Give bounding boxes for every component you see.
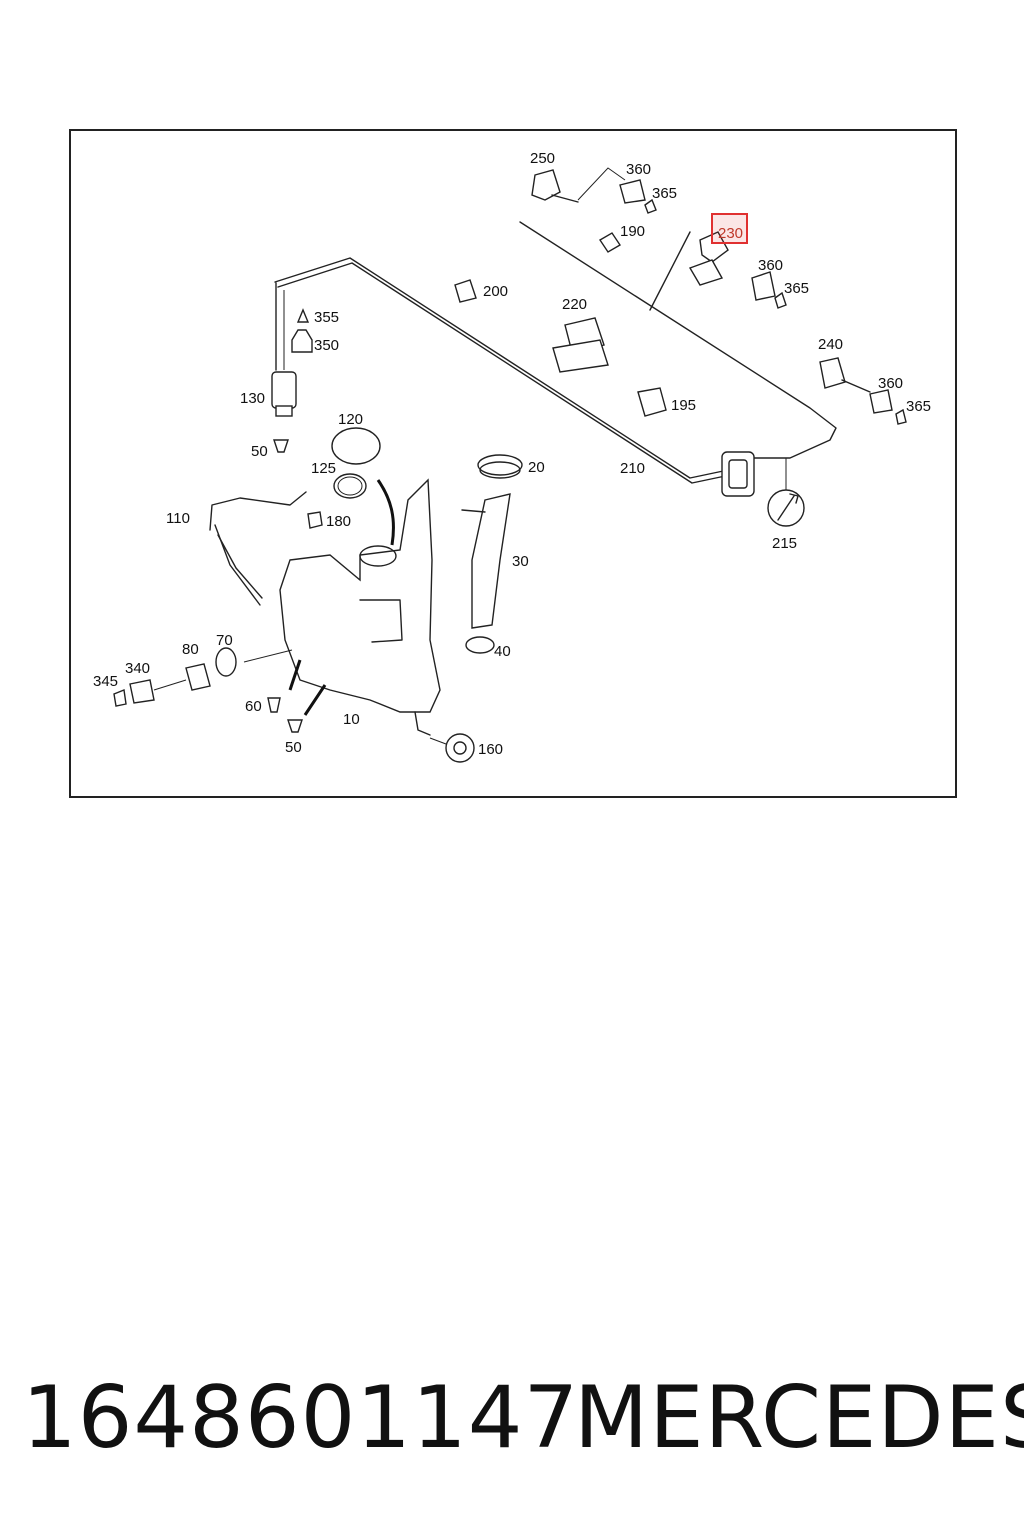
cap-20[interactable] — [477, 454, 523, 479]
callout-20: 20 — [528, 459, 545, 476]
callout-210: 210 — [620, 460, 645, 477]
brand-name: MERCEDES — [574, 1368, 1024, 1468]
washer-hose-210 — [274, 221, 837, 479]
connector-365b[interactable] — [774, 291, 787, 309]
callout-350: 350 — [314, 337, 339, 354]
connector-365c[interactable] — [895, 408, 907, 425]
grommet-210[interactable] — [721, 451, 755, 497]
filler-neck-30[interactable] — [471, 493, 511, 629]
connector-340[interactable] — [129, 679, 155, 704]
part-number: 1648601147 — [22, 1368, 580, 1468]
callout-220: 220 — [562, 296, 587, 313]
callout-360a: 360 — [626, 161, 651, 178]
nozzle-240[interactable] — [819, 357, 846, 389]
callout-130: 130 — [240, 390, 265, 407]
nozzle-230[interactable] — [688, 231, 729, 286]
nozzle-250[interactable] — [531, 169, 579, 203]
footer: 1648601147 MERCEDES — [0, 1358, 1024, 1488]
callout-355: 355 — [314, 309, 339, 326]
callout-50b: 50 — [285, 739, 302, 756]
callout-340: 340 — [125, 660, 150, 677]
screw-180[interactable] — [307, 511, 323, 529]
cap-355[interactable] — [296, 308, 310, 323]
seal-70[interactable] — [215, 647, 237, 677]
callout-125: 125 — [311, 460, 336, 477]
screw-50b[interactable] — [287, 719, 303, 733]
callout-250: 250 — [530, 150, 555, 167]
callout-240: 240 — [818, 336, 843, 353]
branch-hose — [649, 231, 691, 311]
cover-120[interactable] — [331, 427, 381, 465]
callout-215: 215 — [772, 535, 797, 552]
highlight-box — [711, 213, 748, 244]
callout-50a: 50 — [251, 443, 268, 460]
clip-200[interactable] — [454, 279, 477, 303]
callout-365b: 365 — [784, 280, 809, 297]
callout-180: 180 — [326, 513, 351, 530]
seal-350[interactable] — [291, 329, 313, 353]
wrench-icon — [767, 489, 805, 527]
screw-60[interactable] — [267, 697, 281, 713]
callout-40: 40 — [494, 643, 511, 660]
connector-360b[interactable] — [751, 271, 776, 301]
grommet-160[interactable] — [429, 733, 475, 763]
ring-125[interactable] — [333, 473, 367, 499]
reservoir-10[interactable] — [279, 478, 441, 736]
callout-190: 190 — [620, 223, 645, 240]
clip-190[interactable] — [599, 232, 621, 253]
callout-360b: 360 — [758, 257, 783, 274]
pump-80[interactable] — [185, 663, 211, 691]
screw-50a[interactable] — [273, 439, 289, 453]
callout-120: 120 — [338, 411, 363, 428]
callout-110: 110 — [166, 510, 190, 527]
callout-230: 230 — [718, 225, 743, 242]
callout-80: 80 — [182, 641, 199, 658]
callout-365c: 365 — [906, 398, 931, 415]
bracket-220[interactable] — [552, 317, 609, 373]
cap-345[interactable] — [113, 689, 127, 707]
callout-365a: 365 — [652, 185, 677, 202]
callout-10: 10 — [343, 711, 360, 728]
connector-365a[interactable] — [644, 198, 657, 214]
callout-160: 160 — [478, 741, 503, 758]
callout-200: 200 — [483, 283, 508, 300]
connector-360c[interactable] — [869, 389, 893, 414]
callout-195: 195 — [671, 397, 696, 414]
callout-360c: 360 — [878, 375, 903, 392]
callout-345: 345 — [93, 673, 118, 690]
callout-60: 60 — [245, 698, 262, 715]
callout-70: 70 — [216, 632, 233, 649]
pump-130[interactable] — [271, 371, 297, 417]
seal-40[interactable] — [465, 636, 495, 654]
connector-360a[interactable] — [619, 179, 646, 204]
callout-30: 30 — [512, 553, 529, 570]
clip-195[interactable] — [637, 387, 667, 417]
